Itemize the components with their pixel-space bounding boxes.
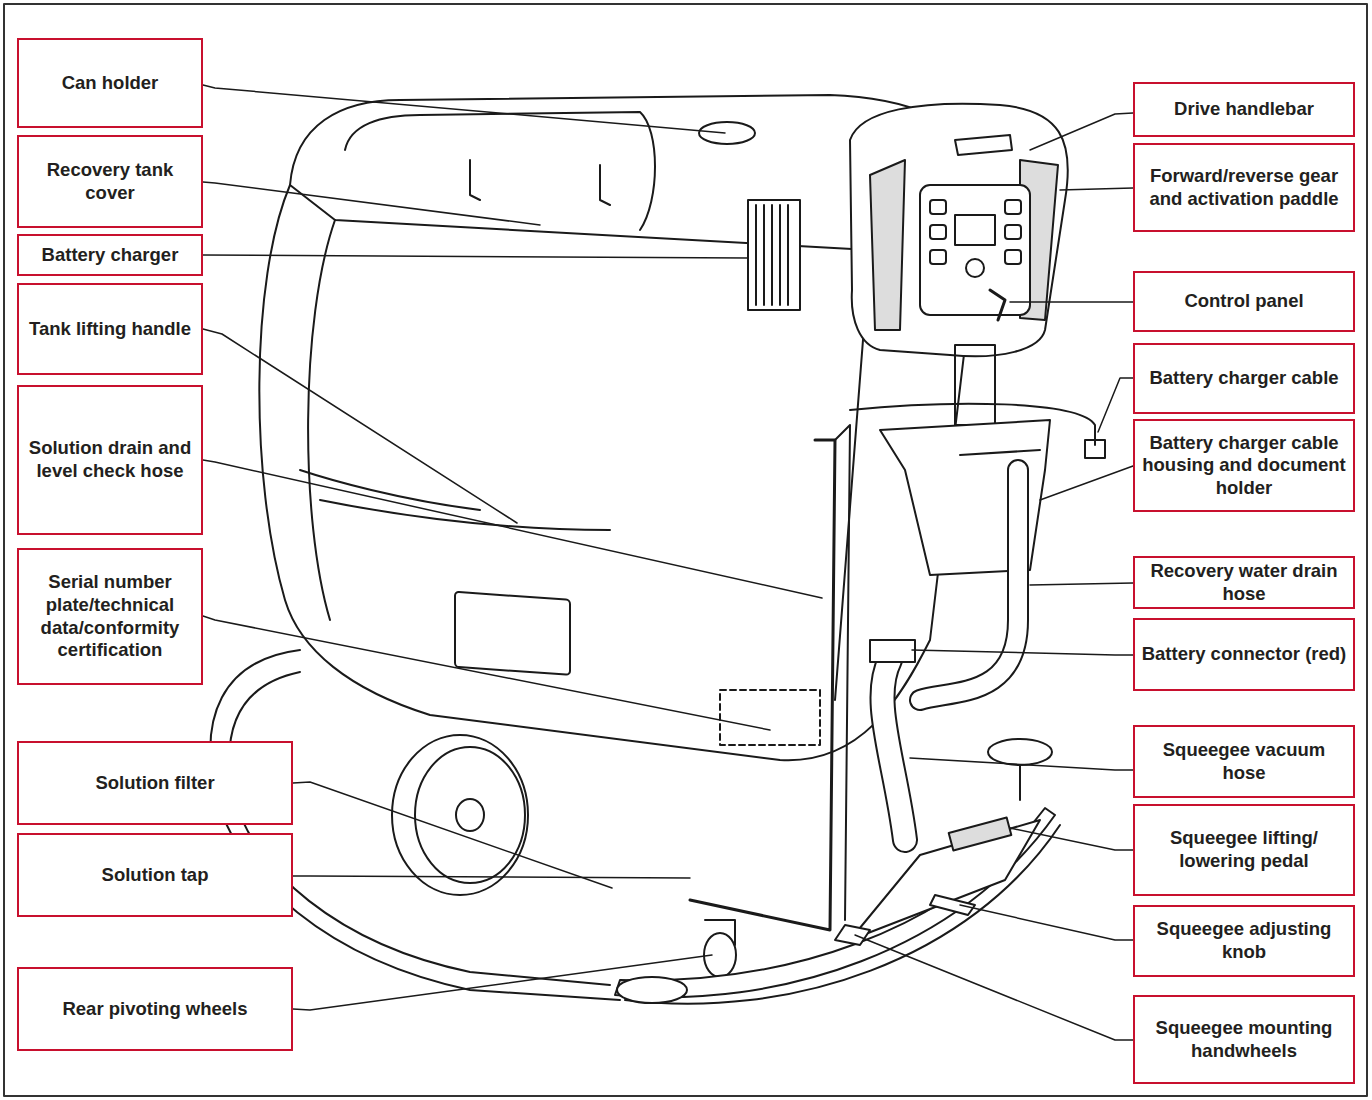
part-label: Squeegee vacuum hose [1141, 739, 1347, 784]
label-box: Squeegee adjusting knob [1133, 905, 1355, 977]
squeegee [615, 739, 1060, 1004]
part-label: Squeegee lifting/ lowering pedal [1141, 827, 1347, 872]
part-label: Battery charger cable housing and docume… [1141, 432, 1347, 500]
part-label: Rear pivoting wheels [62, 998, 247, 1021]
label-box: Can holder [17, 38, 203, 128]
label-box: Recovery tank cover [17, 135, 203, 228]
label-box: Battery charger cable [1133, 343, 1355, 414]
part-label: Can holder [62, 72, 159, 95]
part-label: Squeegee adjusting knob [1141, 918, 1347, 963]
label-box: Battery charger cable housing and docume… [1133, 419, 1355, 512]
control-head [850, 104, 1068, 425]
label-box: Solution filter [17, 741, 293, 825]
caster-wheel [704, 920, 736, 977]
label-box: Forward/reverse gear and activation padd… [1133, 143, 1355, 232]
part-label: Solution filter [95, 772, 214, 795]
label-box: Squeegee vacuum hose [1133, 725, 1355, 798]
leader-lines [203, 85, 1133, 1040]
drain-hose [920, 470, 1018, 700]
label-box: Solution drain and level check hose [17, 385, 203, 535]
battery-charger [748, 200, 800, 310]
charger-cable [850, 404, 1105, 458]
part-label: Solution drain and level check hose [25, 437, 195, 482]
label-box: Rear pivoting wheels [17, 967, 293, 1051]
label-box: Tank lifting handle [17, 283, 203, 375]
part-label: Squeegee mounting handwheels [1141, 1017, 1347, 1062]
part-label: Recovery tank cover [25, 159, 195, 204]
label-box: Serial number plate/technical data/confo… [17, 548, 203, 685]
vacuum-hose [882, 660, 905, 840]
vacuum-hose-fill [882, 660, 905, 840]
frame [4, 4, 1367, 1096]
part-label: Battery charger [42, 244, 179, 267]
label-box: Battery charger [17, 234, 203, 276]
part-label: Tank lifting handle [29, 318, 191, 341]
part-label: Forward/reverse gear and activation padd… [1141, 165, 1347, 210]
part-label: Drive handlebar [1174, 98, 1314, 121]
rear-wheel [392, 735, 528, 895]
part-label: Control panel [1184, 290, 1303, 313]
part-label: Battery charger cable [1149, 367, 1338, 390]
label-box: Control panel [1133, 271, 1355, 332]
part-label: Solution tap [102, 864, 209, 887]
part-label: Serial number plate/technical data/confo… [25, 571, 195, 661]
drain-hose-fill [920, 470, 1018, 700]
part-label: Battery connector (red) [1142, 643, 1347, 666]
label-box: Recovery water drain hose [1133, 556, 1355, 609]
tank-body [259, 95, 1000, 760]
battery-connector [870, 640, 915, 662]
label-box: Drive handlebar [1133, 82, 1355, 137]
label-box: Solution tap [17, 833, 293, 917]
part-label: Recovery water drain hose [1141, 560, 1347, 605]
label-box: Battery connector (red) [1133, 618, 1355, 691]
label-box: Squeegee lifting/ lowering pedal [1133, 804, 1355, 896]
handle-frame [690, 425, 850, 930]
label-box: Squeegee mounting handwheels [1133, 995, 1355, 1084]
